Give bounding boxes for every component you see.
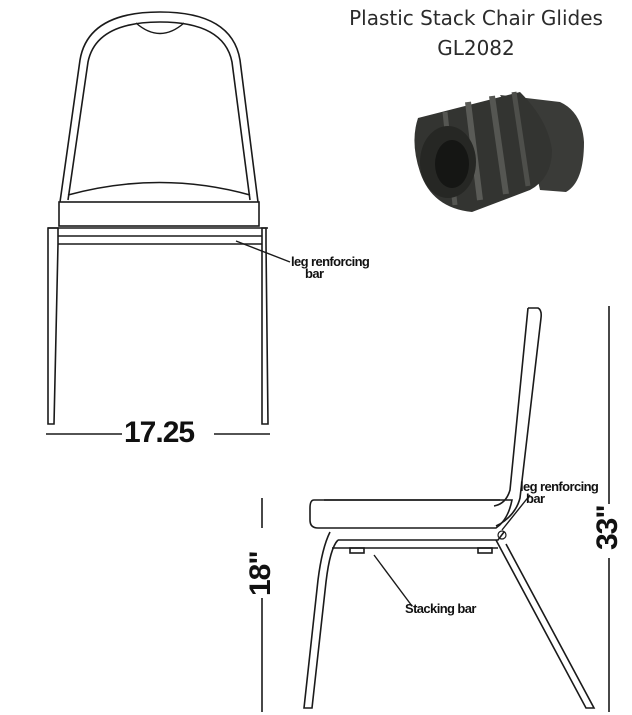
front-seat <box>58 201 260 227</box>
front-leg-right <box>261 227 269 425</box>
title-line-1: Plastic Stack Chair Glides <box>349 6 603 30</box>
front-seat-curve <box>67 181 251 196</box>
glide-rib <box>511 91 531 187</box>
front-callout-leader <box>235 240 291 263</box>
title-line-2: GL2082 <box>437 36 515 60</box>
stacking-bar-label: Stacking bar <box>405 601 476 616</box>
front-backrest-inner <box>67 21 251 201</box>
side-callout-line-1: leg renforcing <box>520 479 599 494</box>
front-view-chair <box>47 11 291 425</box>
glide-opening-inner <box>435 140 469 188</box>
width-dimension-label: 17.25 <box>124 416 195 449</box>
side-stacking-block <box>477 547 493 554</box>
overall-height-label: 33" <box>591 505 624 550</box>
side-frame-rail <box>338 531 505 541</box>
front-callout-line-1: leg renforcing <box>291 254 370 269</box>
stacking-callout-leader <box>373 554 413 607</box>
side-callout-line-2: bar <box>526 491 545 506</box>
side-joint <box>497 530 507 540</box>
seat-height-label: 18" <box>244 551 277 596</box>
side-callout-leader <box>501 494 531 531</box>
side-callout-label: leg renforcing bar <box>520 479 599 506</box>
front-callout-label: leg renforcing bar <box>291 254 370 281</box>
side-seat <box>309 499 513 529</box>
front-leg-left <box>47 227 59 425</box>
front-backrest-notch <box>135 22 185 35</box>
front-callout-line-2: bar <box>305 266 324 281</box>
side-backrest <box>495 307 542 527</box>
front-backrest-frame <box>59 11 259 203</box>
glide-rib <box>489 95 509 195</box>
side-stacking-block <box>349 547 365 554</box>
side-view-chair <box>303 307 596 709</box>
side-rear-leg <box>495 539 596 709</box>
side-front-leg <box>303 531 339 709</box>
glide-photo <box>414 91 584 212</box>
